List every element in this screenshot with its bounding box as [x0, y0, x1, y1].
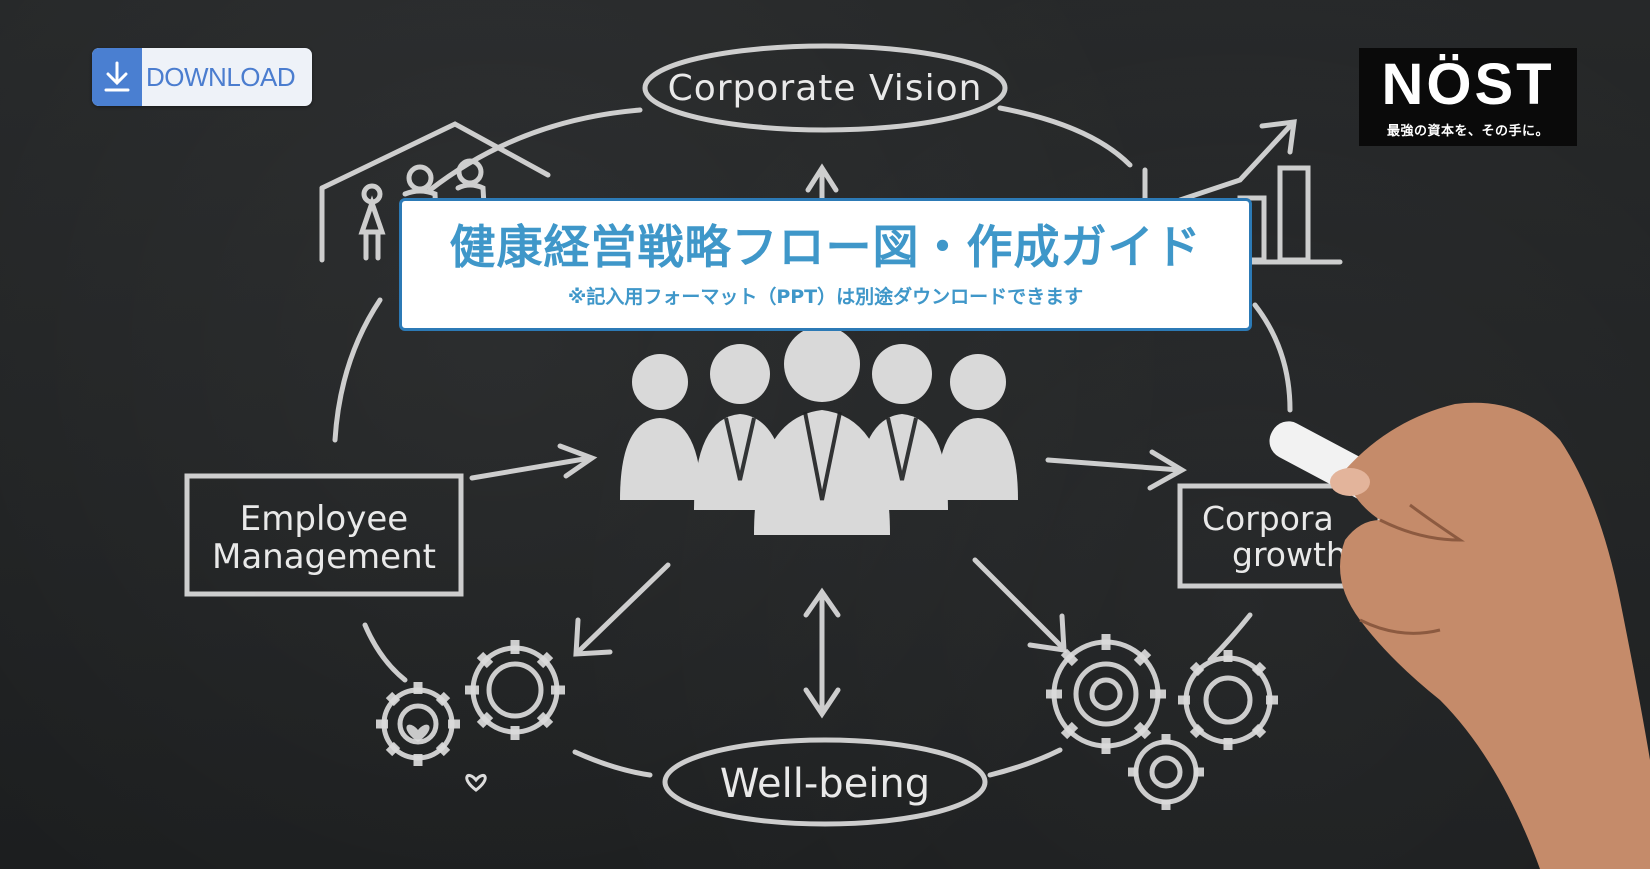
employee-management-label-2: Management — [212, 537, 436, 577]
arrow-to-center — [469, 455, 593, 481]
cycle-arc-lower-right — [987, 747, 1063, 778]
growth-arrow — [1177, 123, 1293, 203]
download-button[interactable]: DOWNLOAD — [92, 48, 312, 106]
employee-management-label-1: Employee — [240, 499, 408, 539]
cycle-arc-bottom-left — [362, 622, 408, 683]
logo-tagline: 最強の資本を、その手に。 — [1386, 123, 1549, 139]
nost-logo: NÖST 最強の資本を、その手に。 — [1359, 48, 1577, 146]
cycle-arc-bottom-right — [1207, 612, 1253, 663]
heart-icon — [406, 724, 430, 742]
cycle-arc-left — [332, 297, 383, 443]
wellbeing-ellipse — [662, 737, 988, 827]
corporate-growth-label-2: growth — [1232, 535, 1347, 574]
corporate-vision-label: Corporate Vision — [668, 68, 983, 109]
download-icon — [92, 48, 142, 106]
cycle-arc-top-left — [427, 107, 643, 193]
employee-management-box — [184, 473, 464, 597]
page-subtitle: ※記入用フォーマット（PPT）は別途ダウンロードできます — [567, 286, 1084, 308]
house-outline — [319, 121, 551, 191]
corporate-growth-label-1: Corpora — [1202, 499, 1334, 538]
cycle-arc-top-right — [997, 105, 1133, 168]
arrow-down-left — [577, 562, 671, 653]
cycle-arc-right — [1252, 302, 1293, 413]
corporate-vision-ellipse — [642, 43, 1008, 133]
logo-mark: NÖST — [1381, 51, 1555, 117]
download-button-label: DOWNLOAD — [146, 61, 296, 92]
wellbeing-label: Well-being — [720, 761, 930, 807]
arrow-down-right — [972, 557, 1063, 648]
title-card: 健康経営戦略フロー図・作成ガイド ※記入用フォーマット（PPT）は別途ダウンロー… — [399, 198, 1252, 331]
people-group-icon — [620, 326, 1018, 535]
page-title: 健康経営戦略フロー図・作成ガイド — [449, 220, 1202, 274]
cycle-arc-lower-left — [572, 749, 653, 778]
arrow-to-growth — [1045, 457, 1183, 473]
